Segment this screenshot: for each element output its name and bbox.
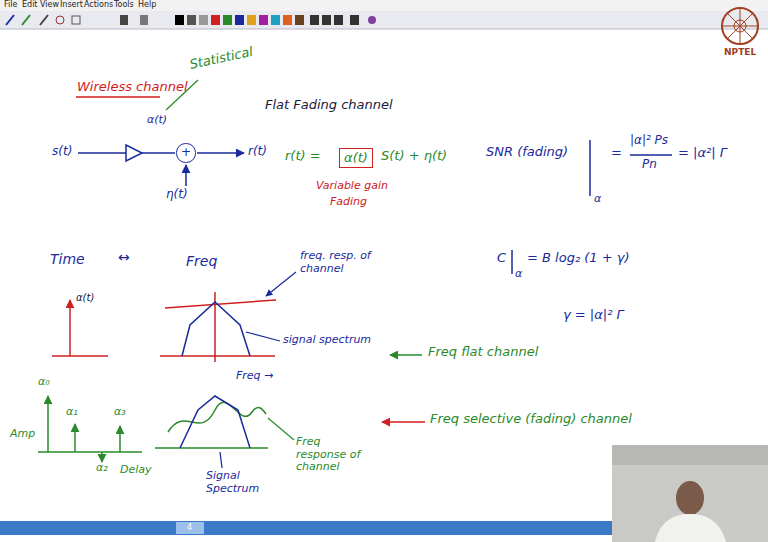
node-text: + [181,146,191,159]
handwritten-note: α(t) [147,114,167,127]
flat-spectrum-plot [160,272,296,362]
menu-item: View [40,0,59,9]
handwritten-note: Freq response of channel [296,436,370,474]
menu-item: Help [138,0,156,9]
handwritten-note: r(t) [248,145,267,159]
multipath-taps [38,396,142,462]
handwritten-note: Fading [330,196,367,209]
pointer-arrow [390,354,422,356]
webcam-inset [612,445,768,542]
toolbar-icons [6,15,376,25]
handwritten-note: Freq selective (fading) channel [430,412,632,427]
handwritten-note: α [515,268,522,281]
menu-item: Tools [114,0,134,9]
handwritten-note: Delay [120,464,152,477]
equation-marks [512,140,672,274]
impulse-plot [52,300,108,356]
handwritten-note: Flat Fading channel [265,98,393,113]
handwritten-note: Variable gain [316,180,388,193]
handwritten-note: Pn [642,158,657,172]
handwritten-note: = |α²| Γ [678,146,727,161]
handwritten-note: α₃ [114,406,126,419]
handwritten-note: s(t) [52,145,72,159]
handwritten-note: α₂ [96,462,108,475]
menu-item: Actions [84,0,113,9]
handwritten-note: Freq → [236,370,273,383]
handwritten-note: γ = |α|² Γ [563,308,624,323]
handwritten-note: 4 [187,523,192,532]
menu-item: Insert [60,0,83,9]
toolbar-border [0,29,768,30]
handwritten-note: Amp [10,428,35,441]
handwritten-note: freq. resp. of channel [300,250,378,275]
handwritten-note: = [611,146,622,161]
handwritten-note: SNR (fading) [486,145,568,160]
block-diagram [78,145,244,186]
handwritten-note: ↔ [118,249,130,265]
tool-bar [0,11,768,29]
handwritten-note: α [594,193,601,206]
handwritten-note: η(t) [166,188,188,202]
nptel-logo [722,8,758,44]
handwritten-note: Statistical [188,45,254,73]
menu-bar [0,0,768,11]
handwritten-note: α₀ [38,376,50,389]
logo-text: NPTEL [724,47,756,57]
pointer-arrow [382,421,425,423]
handwritten-note: = B log₂ (1 + γ) [527,251,630,266]
handwritten-note: Signal Spectrum [206,470,268,495]
highlight-box: α(t) [339,148,373,168]
handwritten-note: signal spectrum [283,334,371,347]
handwritten-note: r(t) = [285,149,321,164]
handwritten-note: Freq [186,253,217,269]
menu-item: File [4,0,17,9]
handwritten-note: Time [50,251,85,267]
handwritten-note: C [497,251,506,266]
menu-item: Edit [22,0,38,9]
node-text: α(t) [344,151,368,165]
page-tab [176,522,204,534]
handwritten-note: Wireless channel [77,80,188,95]
handwritten-note: Freq flat channel [428,345,538,360]
selective-spectrum-plot [155,396,294,468]
handwritten-note: S(t) + η(t) [381,149,447,164]
handwritten-note: α₁ [66,406,78,419]
handwritten-note: α(t) [76,292,94,304]
adder-circle: + [176,143,195,162]
handwritten-note: |α|² Ps [630,134,668,148]
title-underline [76,96,160,98]
